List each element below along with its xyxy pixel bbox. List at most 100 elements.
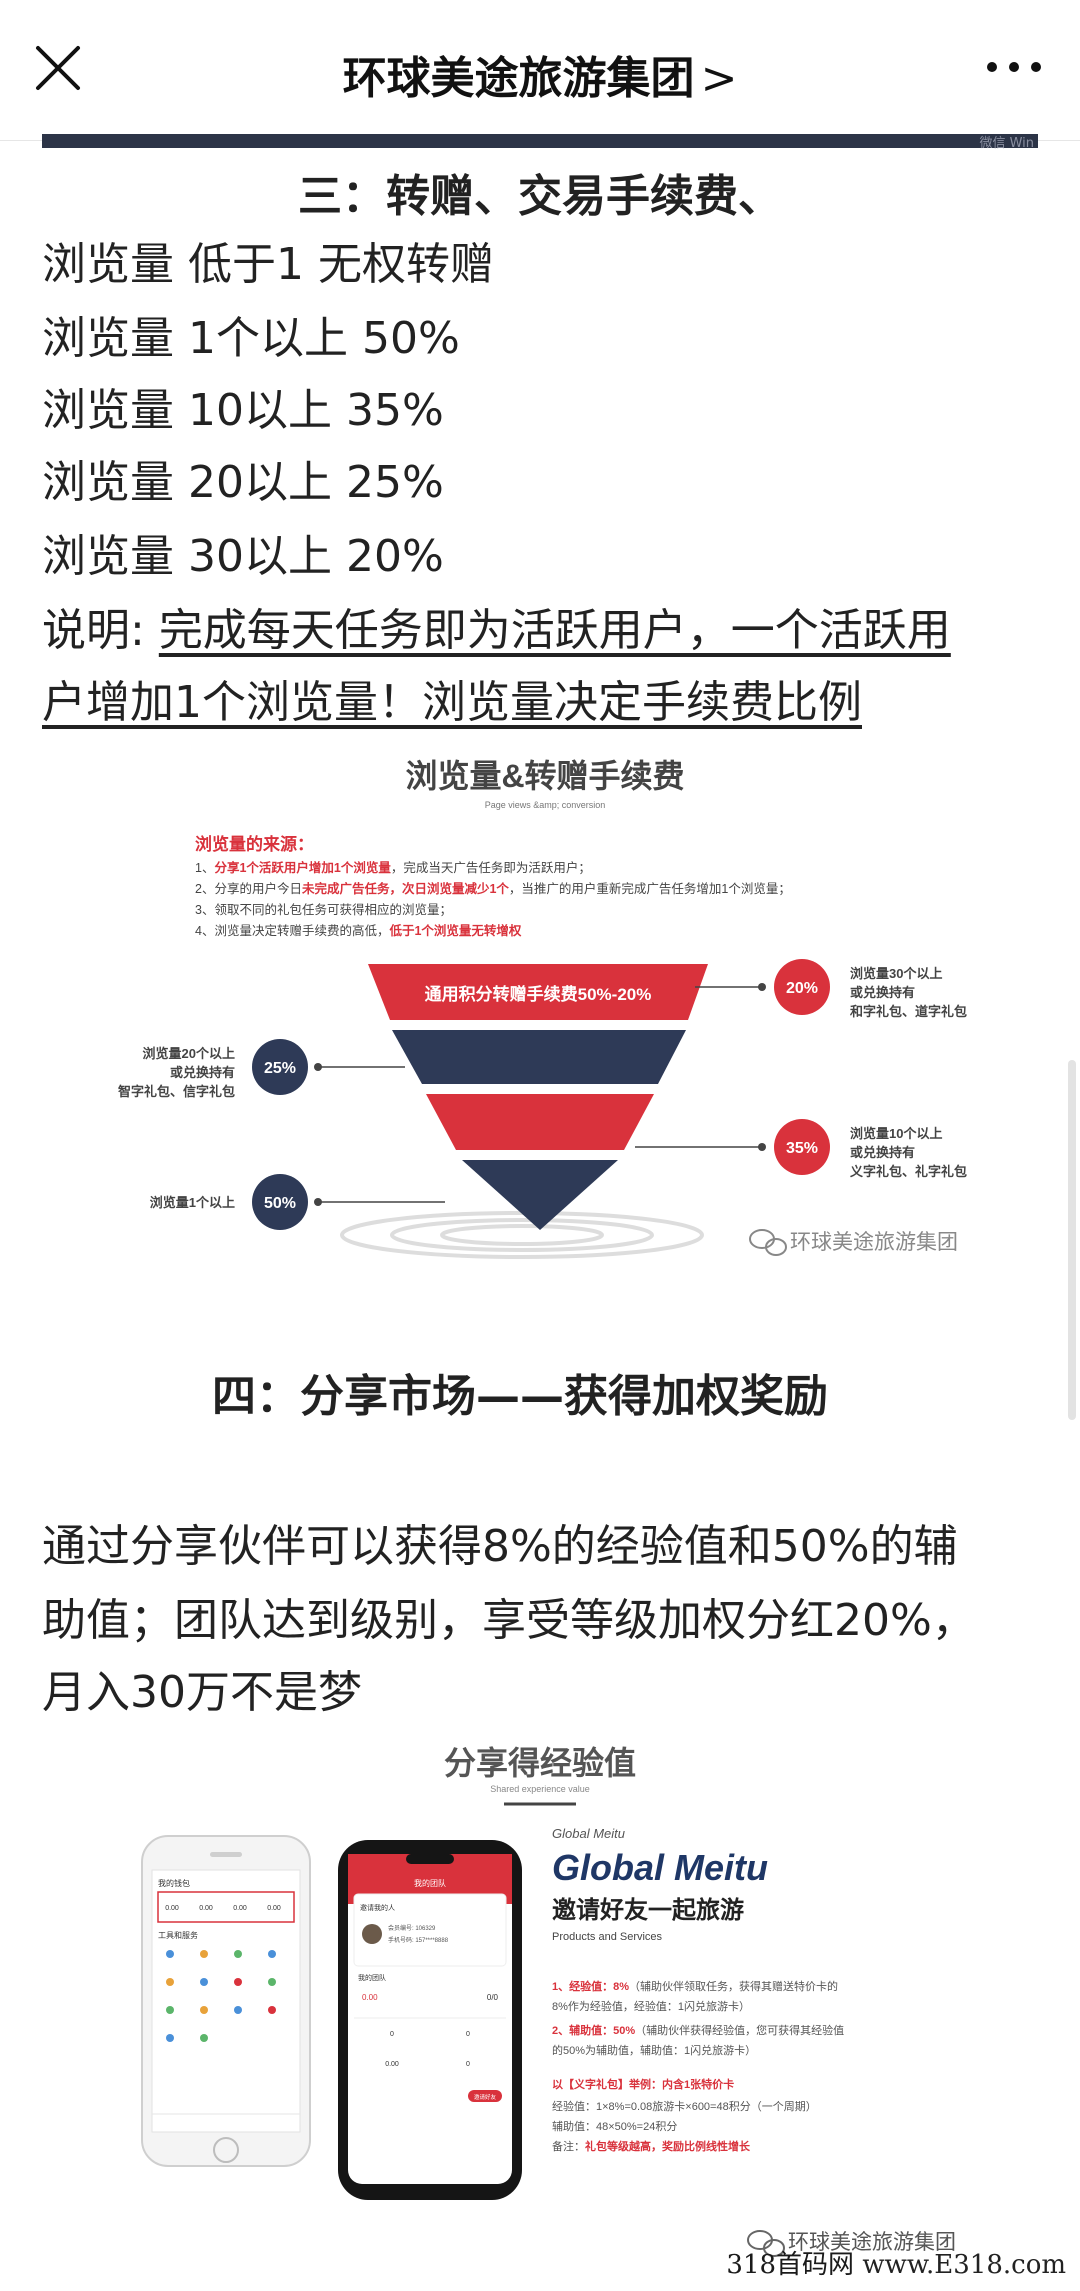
share-figure-svg: 分享得经验值 Shared experience value 我的钱包 0.00… — [141, 1745, 956, 2257]
phone-black: 我的团队 邀请我的人 会员编号: 106329 手机号码: 157****888… — [338, 1840, 522, 2200]
phone1-wallet-title: 我的钱包 — [158, 1878, 190, 1888]
fig1-subtitle: Page views &amp; conversion — [485, 800, 606, 810]
fig1-watermark: 环球美途旅游集团 — [790, 1231, 958, 1254]
section4-heading: 四：分享市场——获得加权奖励 — [212, 1371, 828, 1422]
note-prefix: 说明: — [42, 605, 159, 656]
svg-text:1、经验值：8%（辅助伙伴领取任务，获得其赠送特价卡的: 1、经验值：8%（辅助伙伴领取任务，获得其赠送特价卡的 — [552, 1979, 838, 1993]
phone2-invite-btn: 邀请好友 — [474, 2093, 497, 2101]
right-callout-2-line3: 义字礼包、礼字礼包 — [850, 1164, 967, 1179]
fee-line-3: 浏览量 10以上 35% — [42, 385, 444, 436]
fee-line-4: 浏览量 20以上 25% — [42, 457, 444, 508]
left-callout-1-line1: 浏览量20个以上 — [143, 1046, 235, 1061]
svg-text:我的团队: 我的团队 — [358, 1973, 386, 1982]
right-callout-1-line3: 和字礼包、道字礼包 — [850, 1004, 967, 1019]
right-badge-20 — [774, 959, 830, 1015]
phone1-tools-title: 工具和服务 — [158, 1930, 198, 1940]
svg-text:的50%为辅助值，辅助值：1闪兑旅游卡）: 的50%为辅助值，辅助值：1闪兑旅游卡） — [552, 2043, 756, 2057]
left-callout-1-line2: 或兑换持有 — [170, 1065, 235, 1080]
left-badge-25-text: 25% — [264, 1060, 296, 1077]
home-button-icon — [213, 2137, 239, 2163]
svg-text:0.00: 0.00 — [267, 1905, 281, 1912]
wechat-logo-icon-2 — [747, 2230, 785, 2257]
svg-text:备注：礼包等级越高，奖励比例线性增长: 备注：礼包等级越高，奖励比例线性增长 — [552, 2139, 751, 2153]
svg-text:0.00: 0.00 — [199, 1905, 213, 1912]
funnel-layer-3 — [426, 1094, 654, 1150]
fee-line-2: 浏览量 1个以上 50% — [42, 313, 460, 364]
fee-line-1: 浏览量 低于1 无权转赠 — [42, 239, 494, 290]
svg-text:0: 0 — [466, 2061, 470, 2068]
section3-heading: 三：转赠、交易手续费、 — [298, 171, 782, 222]
slogan: 邀请好友一起旅游 — [552, 1896, 744, 1924]
wechat-logo-icon — [749, 1229, 787, 1256]
left-callout-1-line3: 智字礼包、信字礼包 — [118, 1084, 235, 1099]
phone2-header: 我的团队 — [414, 1878, 446, 1888]
note-line-2: 户增加1个浏览量！浏览量决定手续费比例 — [42, 666, 862, 730]
right-badge-35 — [774, 1119, 830, 1175]
svg-text:0.00: 0.00 — [362, 1993, 378, 2002]
brand-big: Global Meitu — [552, 1847, 768, 1888]
avatar — [362, 1924, 382, 1944]
account-title[interactable]: 环球美途旅游集团> — [0, 42, 1080, 106]
svg-text:邀请我的人: 邀请我的人 — [360, 1903, 395, 1912]
right-callout-1-line1: 浏览量30个以上 — [850, 966, 942, 981]
share-experience-figure: 分享得经验值 Shared experience value 我的钱包 0.00… — [110, 1728, 1040, 2268]
fig1-title: 浏览量&转赠手续费 — [405, 758, 684, 794]
right-callout-1-line2: 或兑换持有 — [850, 985, 915, 1000]
right-callout-2-line1: 浏览量10个以上 — [850, 1126, 942, 1141]
fig2-watermark: 环球美途旅游集团 — [788, 2231, 956, 2254]
svg-text:2、辅助值：50%（辅助伙伴获得经验值，您可获得其经验值: 2、辅助值：50%（辅助伙伴获得经验值，您可获得其经验值 — [552, 2023, 844, 2037]
image-banner-strip: 微信 Win — [42, 134, 1038, 151]
fig1-item-3: 3、领取不同的礼包任务可获得相应的浏览量； — [195, 902, 452, 917]
slogan-en: Products and Services — [552, 1931, 663, 1943]
more-options-icon[interactable] — [984, 52, 1044, 82]
fig2-subtitle: Shared experience value — [490, 1784, 590, 1794]
fig1-item-4: 4、浏览量决定转赠手续费的高低，低于1个浏览量无转增权 — [195, 923, 522, 938]
svg-text:0/0: 0/0 — [487, 1993, 499, 2002]
para-line-1: 通过分享伙伴可以获得8%的经验值和50%的辅 — [42, 1521, 958, 1572]
fig1-item-2: 2、分享的用户今日未完成广告任务，次日浏览量减少1个，当推广的用户重新完成广告任… — [195, 881, 791, 896]
note-line-1: 说明: 完成每天任务即为活跃用户，一个活跃用 — [42, 594, 951, 658]
right-badge-20-text: 20% — [786, 980, 818, 997]
fee-funnel-figure: 浏览量&转赠手续费 Page views &amp; conversion 浏览… — [90, 742, 1000, 1262]
fig1-source-list: 1、分享1个活跃用户增加1个浏览量，完成当天广告任务即为活跃用户； 2、分享的用… — [195, 860, 791, 938]
left-badge-25 — [252, 1039, 308, 1095]
top-bar: 环球美途旅游集团> — [0, 0, 1080, 141]
right-callout-2-line2: 或兑换持有 — [850, 1145, 915, 1160]
right-badge-35-text: 35% — [786, 1140, 818, 1157]
svg-text:0: 0 — [466, 2031, 470, 2038]
phone1-tool-icons — [166, 1950, 276, 2042]
svg-text:辅助值：48×50%=24积分: 辅助值：48×50%=24积分 — [552, 2119, 677, 2133]
site-name: 318首码网 — [726, 2250, 855, 2280]
ring-inner — [440, 1224, 604, 1246]
fee-funnel-svg: 浏览量&转赠手续费 Page views &amp; conversion 浏览… — [118, 758, 967, 1259]
svg-text:会员编号: 106329: 会员编号: 106329 — [388, 1924, 436, 1932]
funnel-layer-2 — [392, 1030, 686, 1084]
funnel-layer-1 — [368, 964, 708, 1020]
svg-text:以【义字礼包】举例：内含1张特价卡: 以【义字礼包】举例：内含1张特价卡 — [552, 2077, 734, 2091]
fee-line-5: 浏览量 30以上 20% — [42, 531, 444, 582]
left-badge-50-text: 50% — [264, 1195, 296, 1212]
chevron-right-icon: > — [700, 53, 738, 104]
close-icon[interactable] — [30, 40, 86, 96]
left-badge-50 — [252, 1174, 308, 1230]
note-text-1: 完成每天任务即为活跃用户，一个活跃用 — [158, 605, 951, 656]
svg-text:0: 0 — [390, 2031, 394, 2038]
scrollbar[interactable] — [1068, 1060, 1076, 1420]
ring-middle — [390, 1218, 654, 1252]
site-url: www.E318.com — [862, 2250, 1066, 2280]
phone-white: 我的钱包 0.00 0.00 0.00 0.00 工具和服务 — [141, 1835, 311, 2167]
svg-text:经验值：1×8%=0.08旅游卡×600=48积分（一个周期: 经验值：1×8%=0.08旅游卡×600=48积分（一个周期） — [552, 2099, 817, 2113]
fig2-title: 分享得经验值 — [444, 1745, 636, 1781]
para-line-2: 助值；团队达到级别，享受等级加权分红20%， — [42, 1595, 976, 1646]
funnel-label: 通用积分转赠手续费50%-20% — [425, 984, 652, 1004]
svg-text:8%作为经验值，经验值：1闪兑旅游卡）: 8%作为经验值，经验值：1闪兑旅游卡） — [552, 1999, 750, 2013]
left-callout-2-line1: 浏览量1个以上 — [150, 1195, 235, 1210]
para-line-3: 月入30万不是梦 — [42, 1667, 362, 1718]
funnel-layer-4 — [462, 1160, 618, 1230]
svg-text:0.00: 0.00 — [385, 2061, 399, 2068]
svg-text:0.00: 0.00 — [233, 1905, 247, 1912]
account-title-text: 环球美途旅游集团 — [342, 53, 695, 104]
fig1-source-heading: 浏览量的来源： — [195, 834, 314, 854]
note-text-2: 户增加1个浏览量！浏览量决定手续费比例 — [42, 677, 862, 728]
svg-text:0.00: 0.00 — [165, 1905, 179, 1912]
